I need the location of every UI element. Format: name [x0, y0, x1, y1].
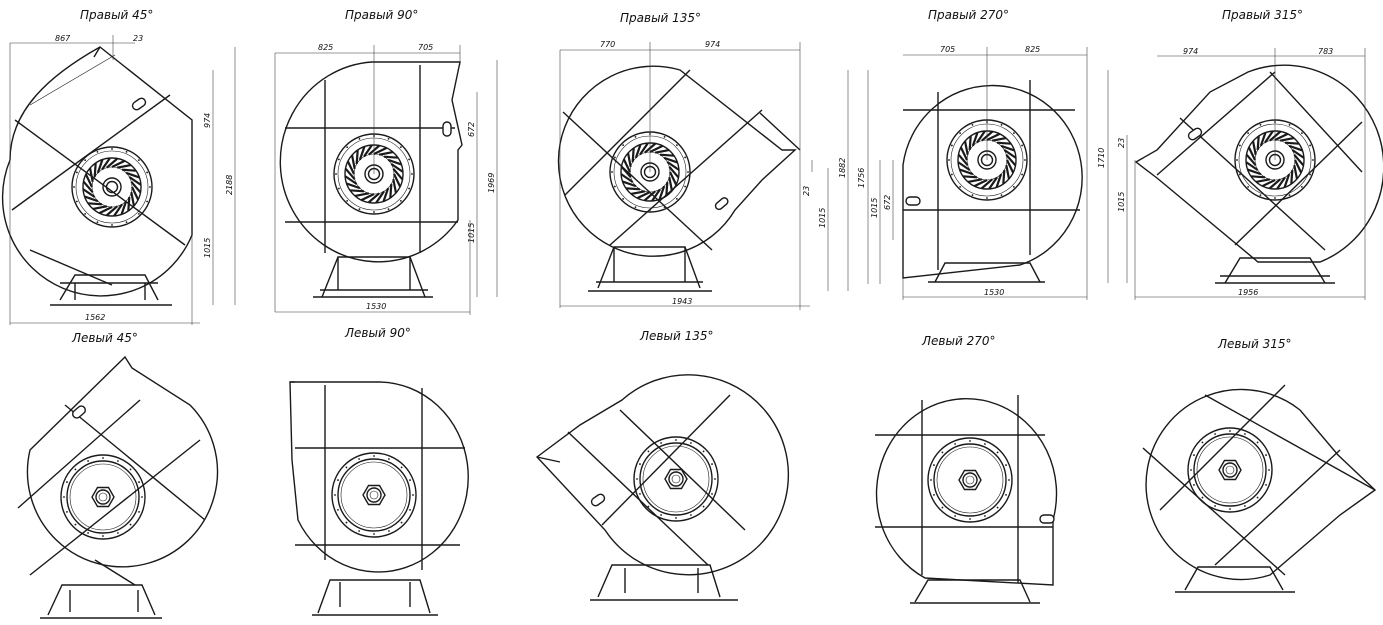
dim-r45-htop: 974	[203, 113, 212, 128]
view-left-90: Левый 90°	[289, 326, 469, 616]
dim-r270-houtlet: 672	[883, 195, 892, 210]
dim-r45-w2: 23	[133, 34, 143, 43]
dim-r315-w1: 974	[1183, 47, 1198, 56]
dim-r90-w1: 825	[318, 43, 333, 52]
view-label-left-315: Левый 315°	[1217, 337, 1291, 351]
view-left-45: Левый 45°	[17, 331, 219, 619]
dim-r45-haxis: 1015	[203, 238, 212, 258]
dim-r270-haxis: 1015	[870, 198, 879, 218]
view-right-270: Правый 270° 705 825 1756 1015 672 1530	[857, 8, 1088, 300]
dim-r135-w1: 770	[600, 40, 615, 49]
view-label-right-45: Правый 45°	[80, 8, 153, 22]
dim-r270-base: 1530	[984, 288, 1004, 297]
dim-r270-w1: 705	[940, 45, 955, 54]
dim-r90-w2: 705	[418, 43, 433, 52]
view-label-right-315: Правый 315°	[1222, 8, 1303, 22]
view-right-135: Правый 135° 770 974 23 1882 1015 1943	[557, 11, 849, 310]
view-label-left-90: Левый 90°	[344, 326, 411, 340]
view-right-315: Правый 315° 974 783 1710 23 1015 1956	[1097, 8, 1383, 300]
dim-r315-hoff: 23	[1117, 138, 1126, 148]
dim-r135-hoff: 23	[802, 186, 811, 196]
dim-r45-w1: 867	[55, 34, 71, 43]
dim-r270-w2: 825	[1025, 45, 1040, 54]
dim-r45-base: 1562	[85, 313, 105, 322]
view-label-left-270: Левый 270°	[921, 334, 995, 348]
view-left-315: Левый 315°	[1142, 337, 1377, 593]
dim-r315-w2: 783	[1318, 47, 1333, 56]
dim-r315-htotal: 1710	[1097, 148, 1106, 168]
dim-r315-base: 1956	[1238, 288, 1258, 297]
view-label-left-45: Левый 45°	[71, 331, 138, 345]
dim-r270-htotal: 1756	[857, 168, 866, 188]
view-left-135: Левый 135°	[535, 329, 790, 601]
dim-r45-htotal: 2188	[225, 175, 234, 195]
dim-r90-haxis: 1015	[467, 223, 476, 243]
dim-r135-base: 1943	[672, 297, 692, 306]
dim-r90-htotal: 1969	[487, 173, 496, 193]
dim-r315-haxis: 1015	[1117, 192, 1126, 212]
view-left-270: Левый 270°	[875, 334, 1058, 604]
view-label-right-135: Правый 135°	[620, 11, 701, 25]
view-label-right-270: Правый 270°	[928, 8, 1009, 22]
dim-r90-base: 1530	[366, 302, 386, 311]
view-right-45: Правый 45° 867 23 974 2188 1015 1562	[1, 8, 236, 325]
view-label-left-135: Левый 135°	[639, 329, 713, 343]
dim-r135-haxis: 1015	[818, 208, 827, 228]
dim-r90-houtlet: 672	[467, 122, 476, 137]
view-label-right-90: Правый 90°	[345, 8, 418, 22]
view-right-90: Правый 90° 825 705 672 1969 1015 1530	[274, 8, 498, 315]
dim-r135-w2: 974	[705, 40, 720, 49]
dim-r135-htotal: 1882	[838, 158, 847, 178]
